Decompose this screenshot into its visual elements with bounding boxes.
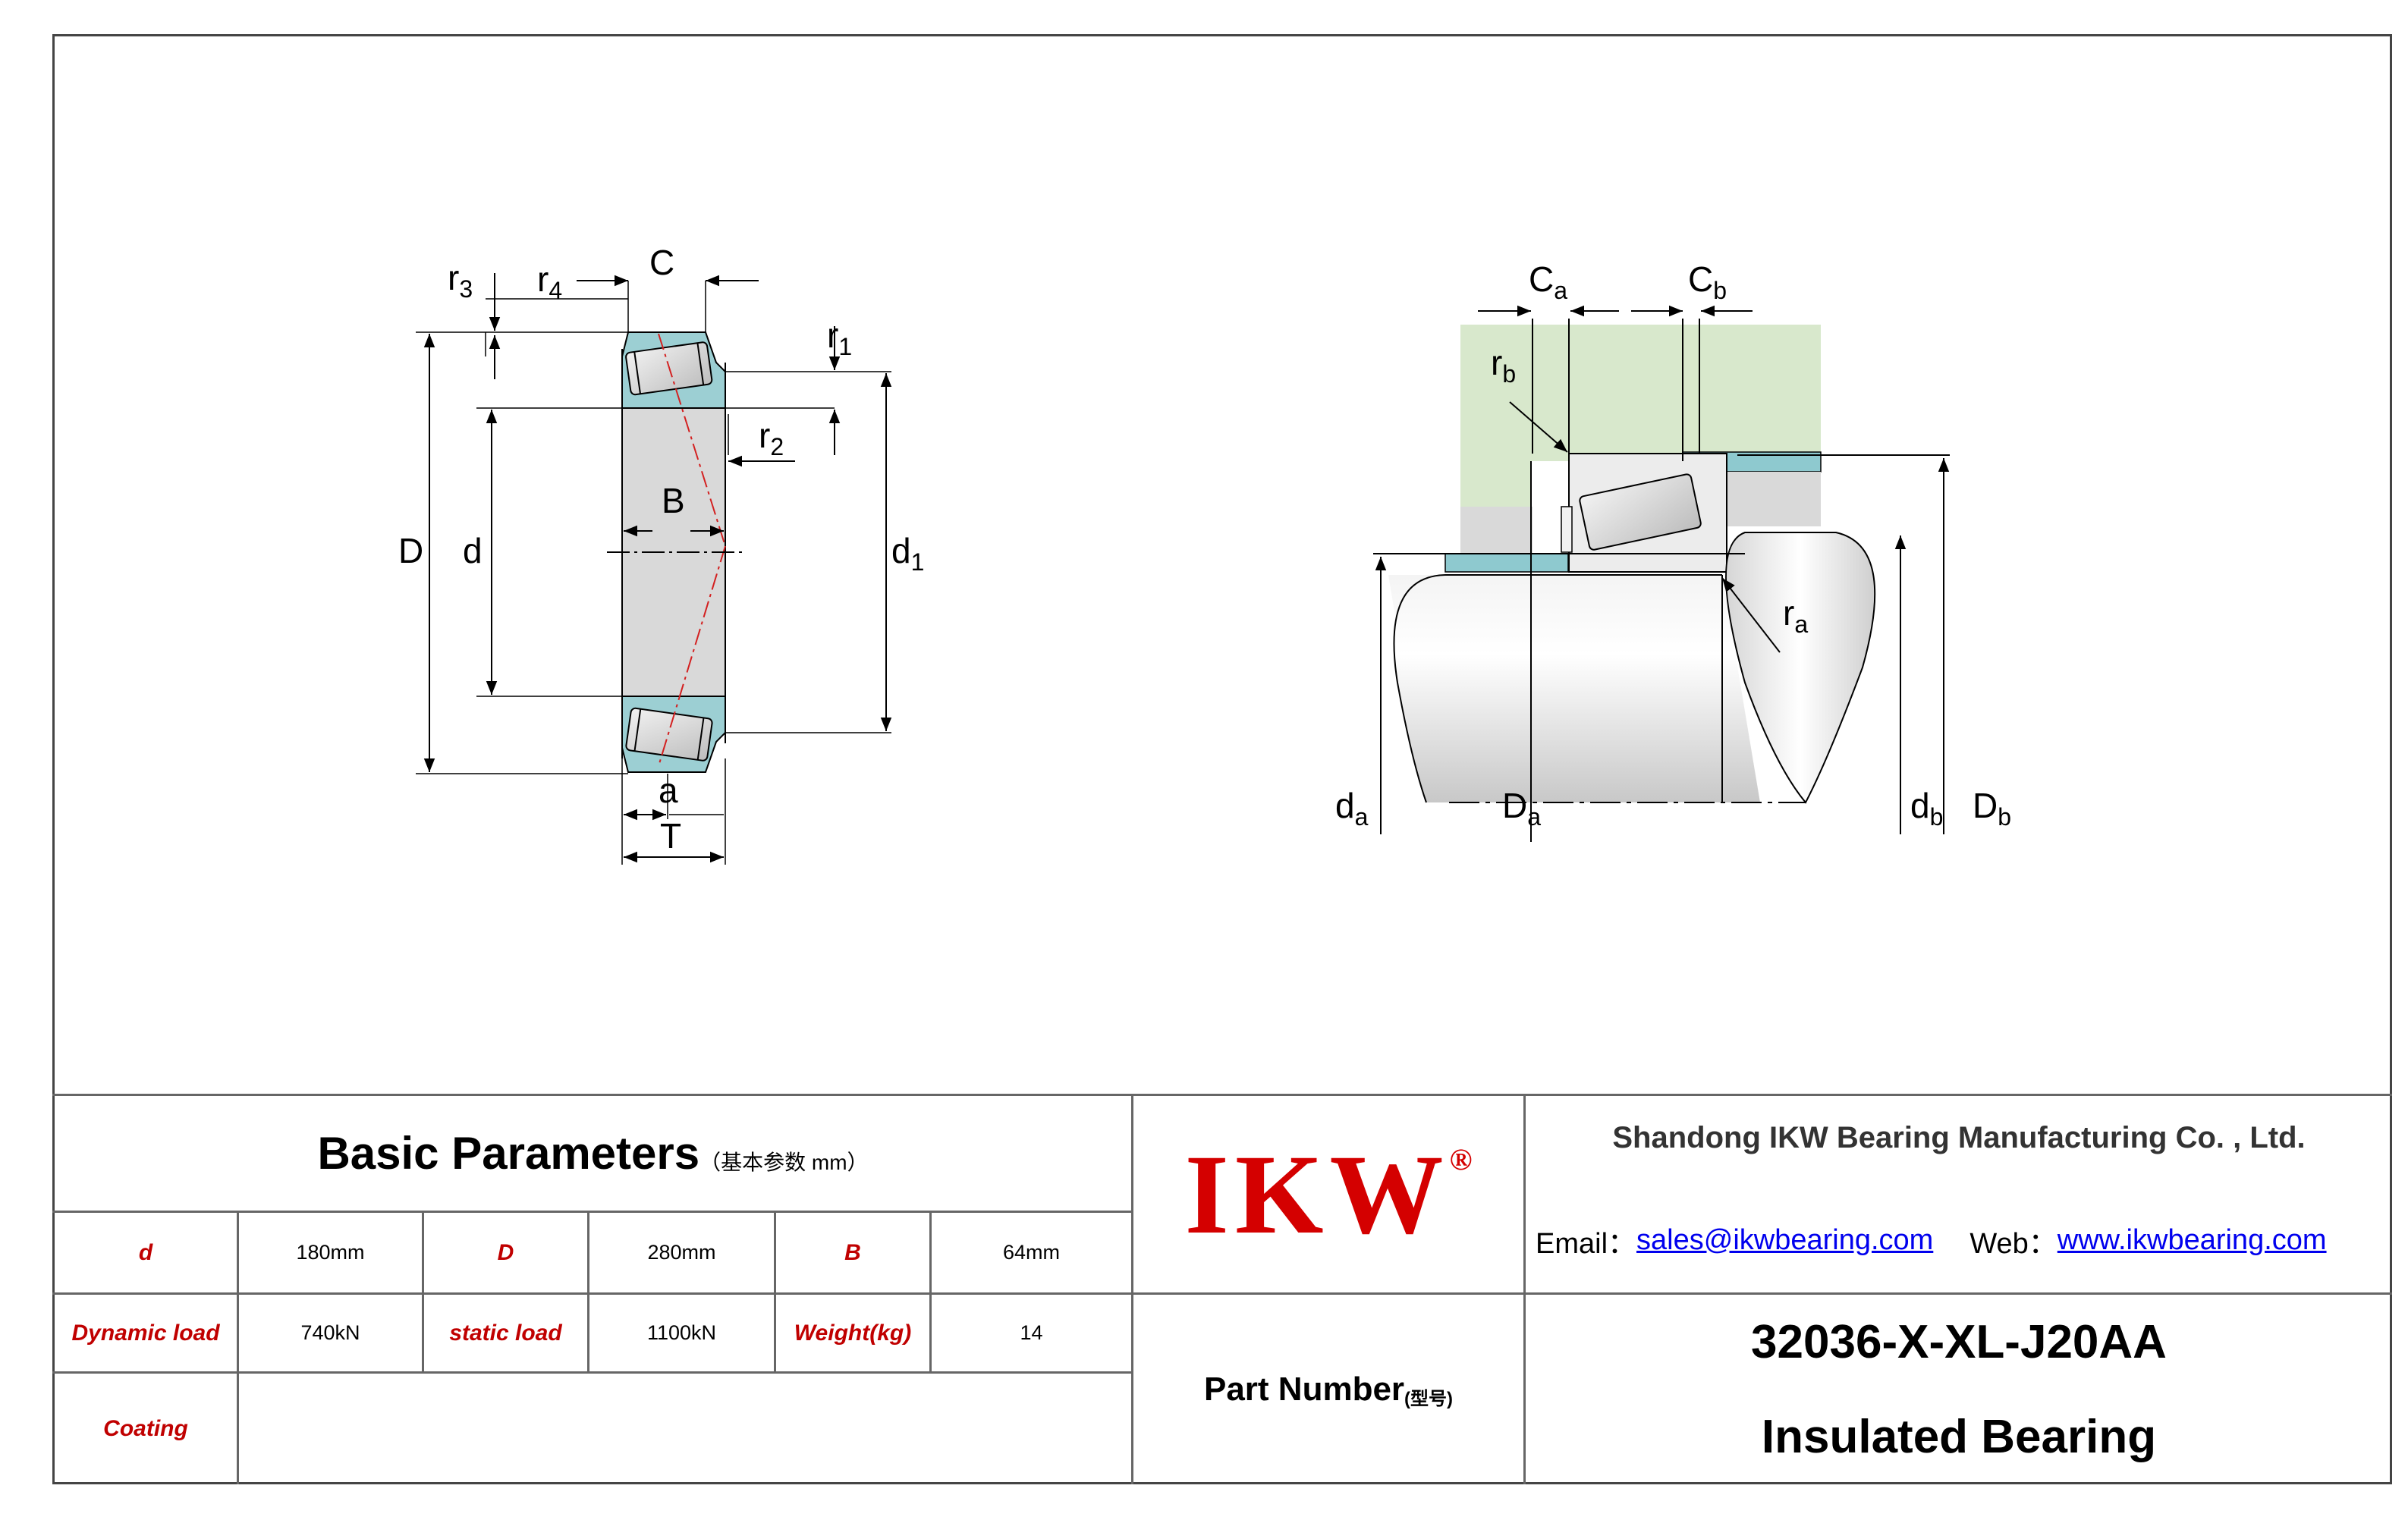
param-label-B: B [844,1239,861,1265]
ikw-logo: IKW ® [1133,1096,1523,1292]
label-d: d [463,531,483,570]
contact-line: Email： sales@ikwbearing.com Web： www.ikw… [1536,1210,2385,1270]
divider [1131,1094,1133,1484]
mounting-drawing [1373,305,1950,842]
label-r4: r4 [537,259,562,304]
param-value-weight: 14 [1020,1321,1043,1344]
divider [422,1211,424,1371]
part-number-value-cell: 32036-X-XL-J20AA [1526,1295,2392,1390]
part-type: Insulated Bearing [1761,1411,2157,1463]
param-label-weight: Weight(kg) [794,1320,912,1346]
parameters-title: Basic Parameters [317,1128,700,1179]
email-link[interactable]: sales@ikwbearing.com [1636,1223,1934,1256]
bearing-section-drawing [416,273,892,865]
label-Da: Da [1502,786,1541,831]
label-r2: r2 [759,416,784,460]
divider [52,1211,1133,1213]
logo-registered-mark: ® [1449,1142,1473,1176]
label-db: db [1910,786,1943,831]
param-label-static-load: static load [449,1320,562,1346]
label-a: a [659,771,678,810]
part-number-label-cell: Part Number (型号) [1133,1295,1523,1484]
email-label: Email： [1536,1227,1637,1260]
label-Db: Db [1973,786,2011,831]
param-value-B: 64mm [1002,1241,1060,1264]
param-value-static-load: 1100kN [646,1321,717,1344]
parameters-header: Basic Parameters （基本参数 mm） [55,1096,1131,1211]
web-link[interactable]: www.ikwbearing.com [2057,1223,2327,1256]
label-Cb: Cb [1688,259,1727,304]
part-type-cell: Insulated Bearing [1526,1390,2392,1484]
label-T: T [660,816,681,856]
company-name-cell: Shandong IKW Bearing Manufacturing Co. ,… [1526,1096,2392,1179]
logo-text: IKW [1184,1131,1450,1258]
part-number-value: 32036-X-XL-J20AA [1751,1316,2167,1368]
param-value-dynamic-load: 740kN [300,1321,360,1344]
label-B: B [662,481,685,520]
part-number-note: (型号) [1404,1388,1454,1409]
drawing-sheet [52,34,2392,1484]
divider [52,1371,1133,1374]
divider [929,1211,932,1371]
param-label-dynamic-load: Dynamic load [71,1320,220,1346]
label-d1: d1 [891,531,924,576]
part-number-label: Part Number [1203,1371,1405,1408]
label-C: C [649,243,674,282]
label-r3: r3 [448,258,473,303]
divider [52,1292,2392,1295]
label-da: da [1335,786,1369,831]
divider [774,1211,776,1371]
param-label-coating: Coating [103,1416,188,1441]
divider [1523,1094,1526,1484]
param-label-d: d [138,1239,153,1265]
parameters-title-note: （基本参数 mm） [699,1150,869,1174]
web-label: Web： [1969,1227,2057,1260]
divider [52,1094,2392,1096]
right-dimension-labels: Ca Cb rb ra da Da db Db [1335,259,2011,831]
param-value-coating [239,1374,1131,1484]
label-r1: r1 [827,316,852,360]
divider [237,1211,239,1484]
param-value-d: 180mm [296,1241,365,1264]
company-name: Shandong IKW Bearing Manufacturing Co. ,… [1612,1120,2306,1154]
label-D: D [398,531,423,570]
param-value-D: 280mm [647,1241,716,1264]
label-Ca: Ca [1529,259,1567,304]
param-label-D: D [497,1239,514,1265]
divider [587,1211,589,1371]
